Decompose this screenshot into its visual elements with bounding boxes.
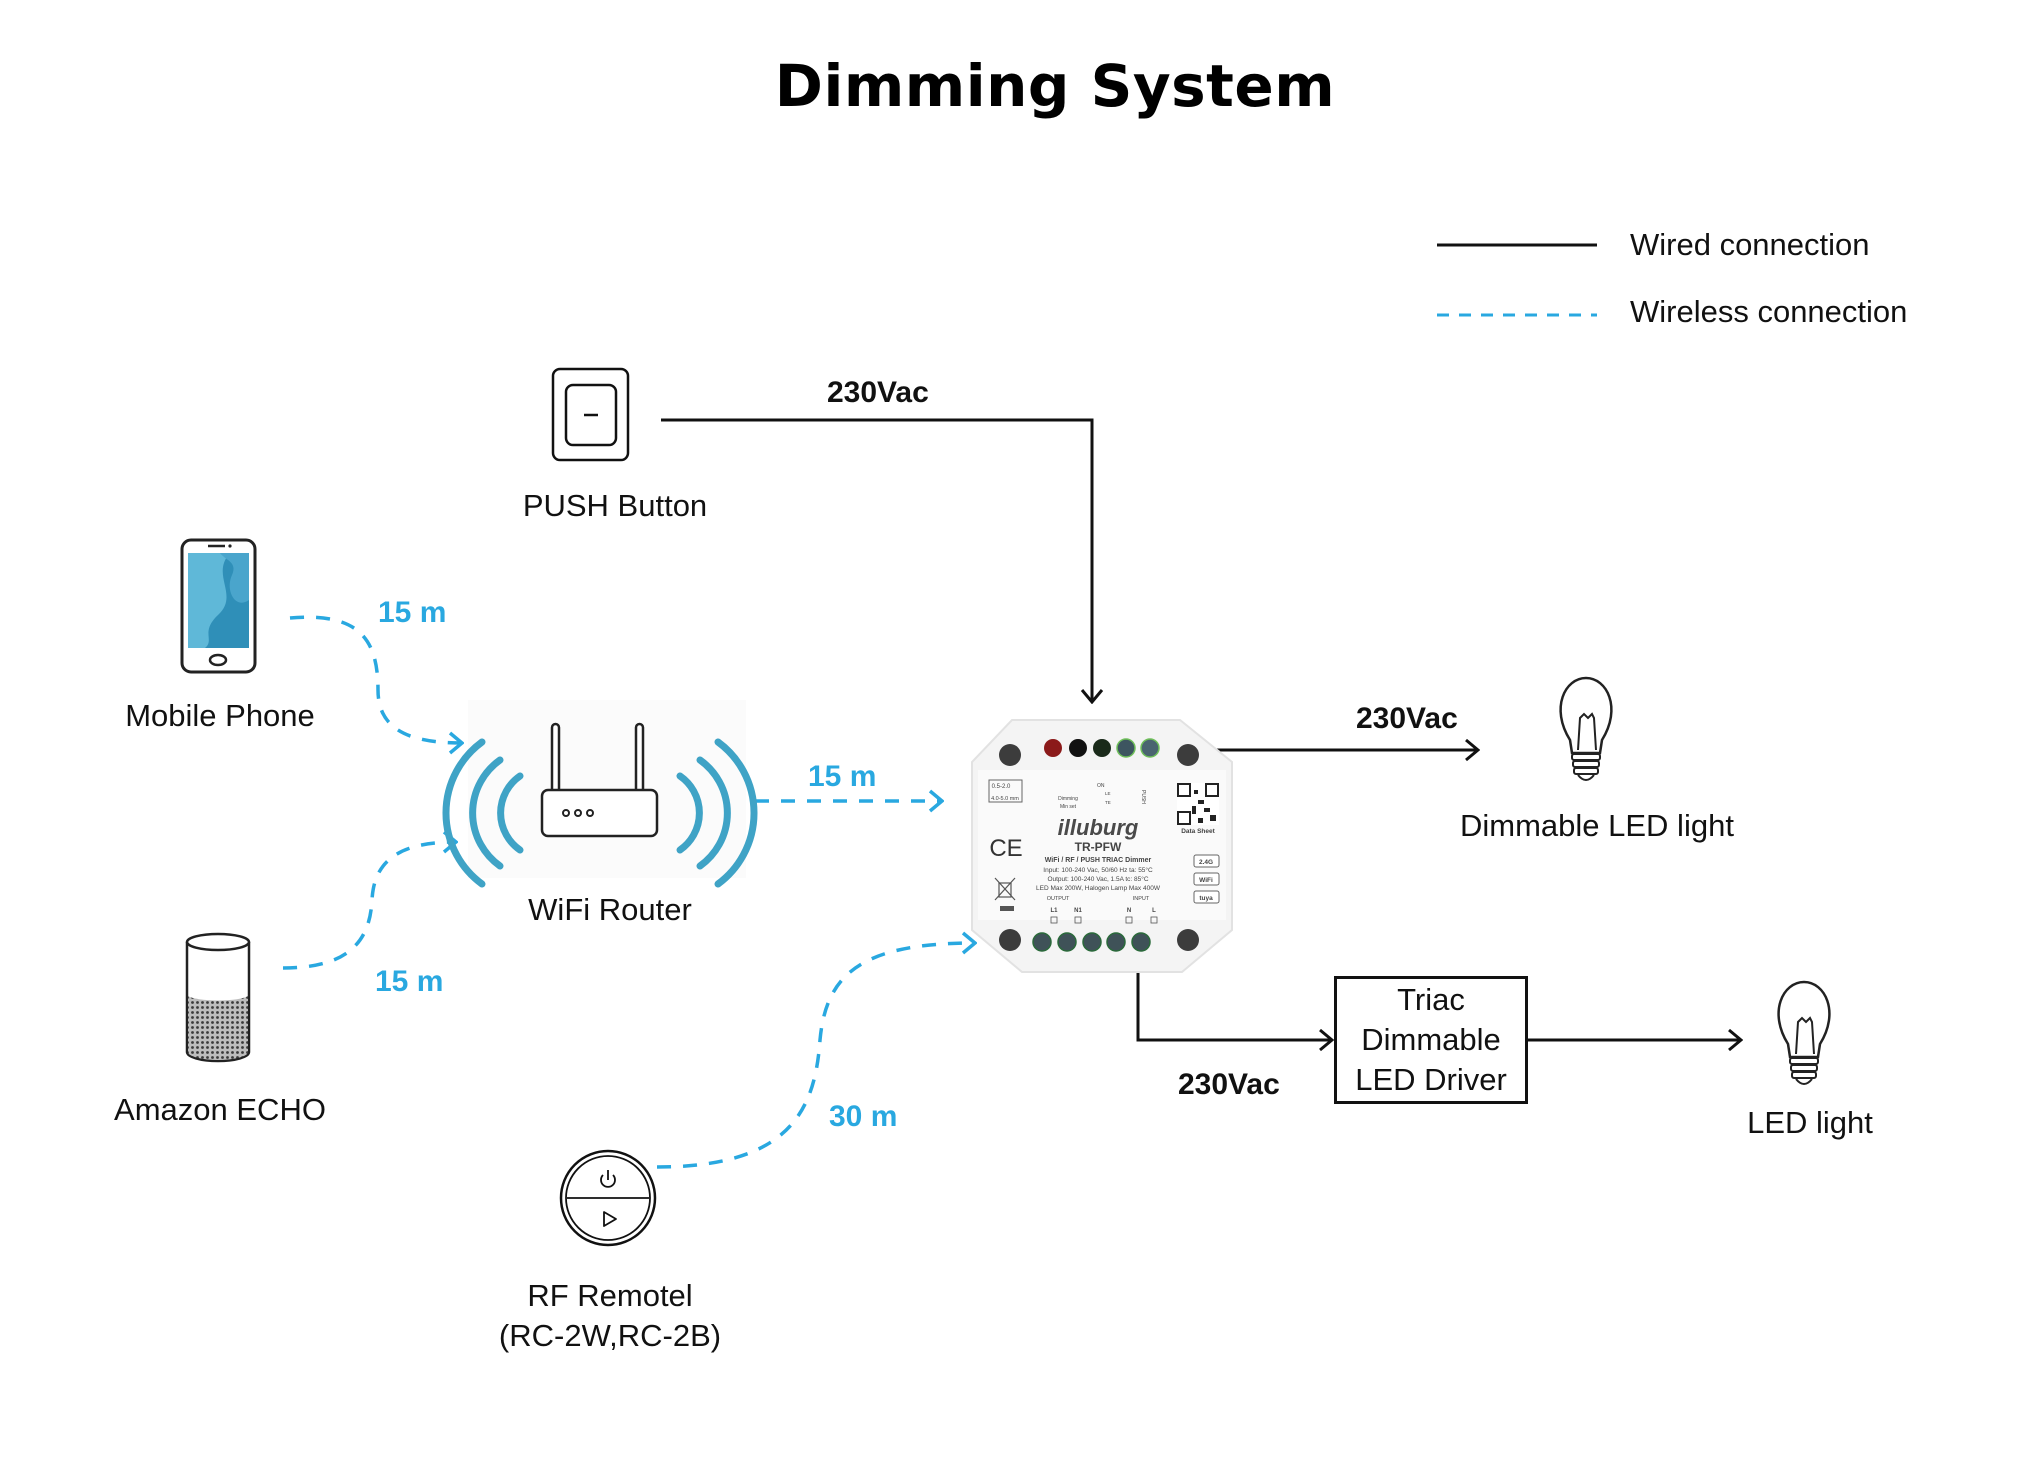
triac-led-driver: Triac Dimmable LED Driver: [1334, 976, 1528, 1104]
terminal: [1057, 932, 1077, 952]
svg-text:0.5-2.0: 0.5-2.0: [992, 784, 1011, 790]
svg-text:WiFi / RF / PUSH TRIAC Dimmer: WiFi / RF / PUSH TRIAC Dimmer: [1045, 857, 1152, 864]
terminal: [1106, 932, 1126, 952]
dimmer-device: 0.5-2.0 4.0-5.0 mm Dimming Min set ON LE…: [971, 719, 1233, 973]
svg-text:Dimming: Dimming: [1058, 796, 1078, 802]
wifi-router-icon: [442, 700, 758, 888]
legend-wireless-label: Wireless connection: [1630, 294, 1908, 329]
terminal: [1093, 739, 1111, 757]
light-bulb-icon: [1559, 676, 1613, 781]
light-bulb-icon: [1777, 980, 1831, 1085]
driver-line-2: Dimmable: [1361, 1022, 1501, 1057]
screw: [1177, 744, 1199, 766]
terminal: [1032, 932, 1052, 952]
weee-icon: [994, 877, 1016, 901]
svg-text:Data Sheet: Data Sheet: [1181, 828, 1215, 835]
terminal: [1140, 738, 1160, 758]
screw: [1177, 929, 1199, 951]
distance-phone-router: 15 m: [378, 596, 447, 629]
wire-push-to-dimmer: [661, 418, 1092, 702]
terminal: [1082, 932, 1102, 952]
legend-wired-label: Wired connection: [1630, 227, 1870, 262]
smartphone-icon: [180, 538, 257, 674]
svg-text:TR-PFW: TR-PFW: [1075, 840, 1122, 854]
svg-text:INPUT: INPUT: [1133, 896, 1150, 902]
push-button-label: PUSH Button: [522, 488, 708, 523]
distance-echo-router: 15 m: [375, 965, 444, 998]
svg-text:PUSH: PUSH: [1140, 790, 1146, 804]
screw: [999, 929, 1021, 951]
svg-text:tuya: tuya: [1199, 895, 1213, 902]
amazon-echo-label: Amazon ECHO: [114, 1092, 326, 1127]
wifi-router-label: WiFi Router: [528, 892, 692, 927]
rf-remote-label: RF Remotel: [527, 1278, 693, 1313]
driver-line-3: LED Driver: [1355, 1062, 1507, 1097]
svg-text:2.4G: 2.4G: [1199, 859, 1213, 866]
rf-remote-models: (RC-2W,RC-2B): [498, 1318, 722, 1353]
terminal: [1116, 738, 1136, 758]
led-light-label: LED light: [1747, 1105, 1873, 1140]
driver-line-1: Triac: [1397, 982, 1465, 1017]
svg-text:WiFi: WiFi: [1199, 877, 1213, 884]
svg-text:4.0-5.0 mm: 4.0-5.0 mm: [991, 796, 1019, 802]
wireless-phone-to-router: [289, 615, 462, 743]
svg-text:Input: 100-240 Vac, 50/60 Hz: Input: 100-240 Vac, 50/60 Hz ta: 55°C: [1043, 866, 1153, 874]
svg-text:N: N: [1127, 908, 1131, 914]
wireless-remote-to-dimmer: [656, 943, 975, 1169]
terminal: [1069, 739, 1087, 757]
svg-text:OUTPUT: OUTPUT: [1047, 896, 1070, 902]
mobile-phone-label: Mobile Phone: [125, 698, 315, 733]
svg-text:TE: TE: [1105, 800, 1111, 805]
dimmable-led-label: Dimmable LED light: [1460, 808, 1734, 843]
terminal: [1044, 739, 1062, 757]
qr-code-icon: [1177, 783, 1219, 825]
svg-text:L1: L1: [1050, 908, 1058, 914]
voltage-label-driver: 230Vac: [1178, 1068, 1280, 1101]
rf-remote-icon: [559, 1149, 657, 1247]
screw: [999, 744, 1021, 766]
terminal: [1131, 932, 1151, 952]
voltage-label-dimmable-led: 230Vac: [1356, 702, 1458, 735]
svg-text:L: L: [1152, 908, 1156, 914]
svg-text:LED Max 200W, Halogen Lamp Max: LED Max 200W, Halogen Lamp Max 400W: [1036, 885, 1161, 892]
push-button-icon: [551, 367, 630, 462]
wire-dimmer-to-driver: [1136, 972, 1332, 1040]
svg-text:Min set: Min set: [1060, 804, 1077, 810]
svg-text:ON: ON: [1097, 783, 1105, 789]
svg-text:LE: LE: [1105, 791, 1111, 796]
voltage-label-push: 230Vac: [827, 376, 929, 409]
diagram-title: Dimming System: [774, 52, 1336, 120]
svg-text:illuburg: illuburg: [1058, 815, 1139, 840]
distance-remote-dimmer: 30 m: [829, 1100, 898, 1133]
svg-text:Output: 100-240 Vac, 1.5A: Output: 100-240 Vac, 1.5A tc: 85°C: [1047, 875, 1148, 883]
svg-text:CE: CE: [989, 835, 1022, 862]
smart-speaker-icon: [185, 932, 251, 1063]
distance-router-dimmer: 15 m: [808, 760, 877, 793]
wireless-echo-to-router: [282, 842, 456, 970]
svg-text:N1: N1: [1074, 908, 1082, 914]
